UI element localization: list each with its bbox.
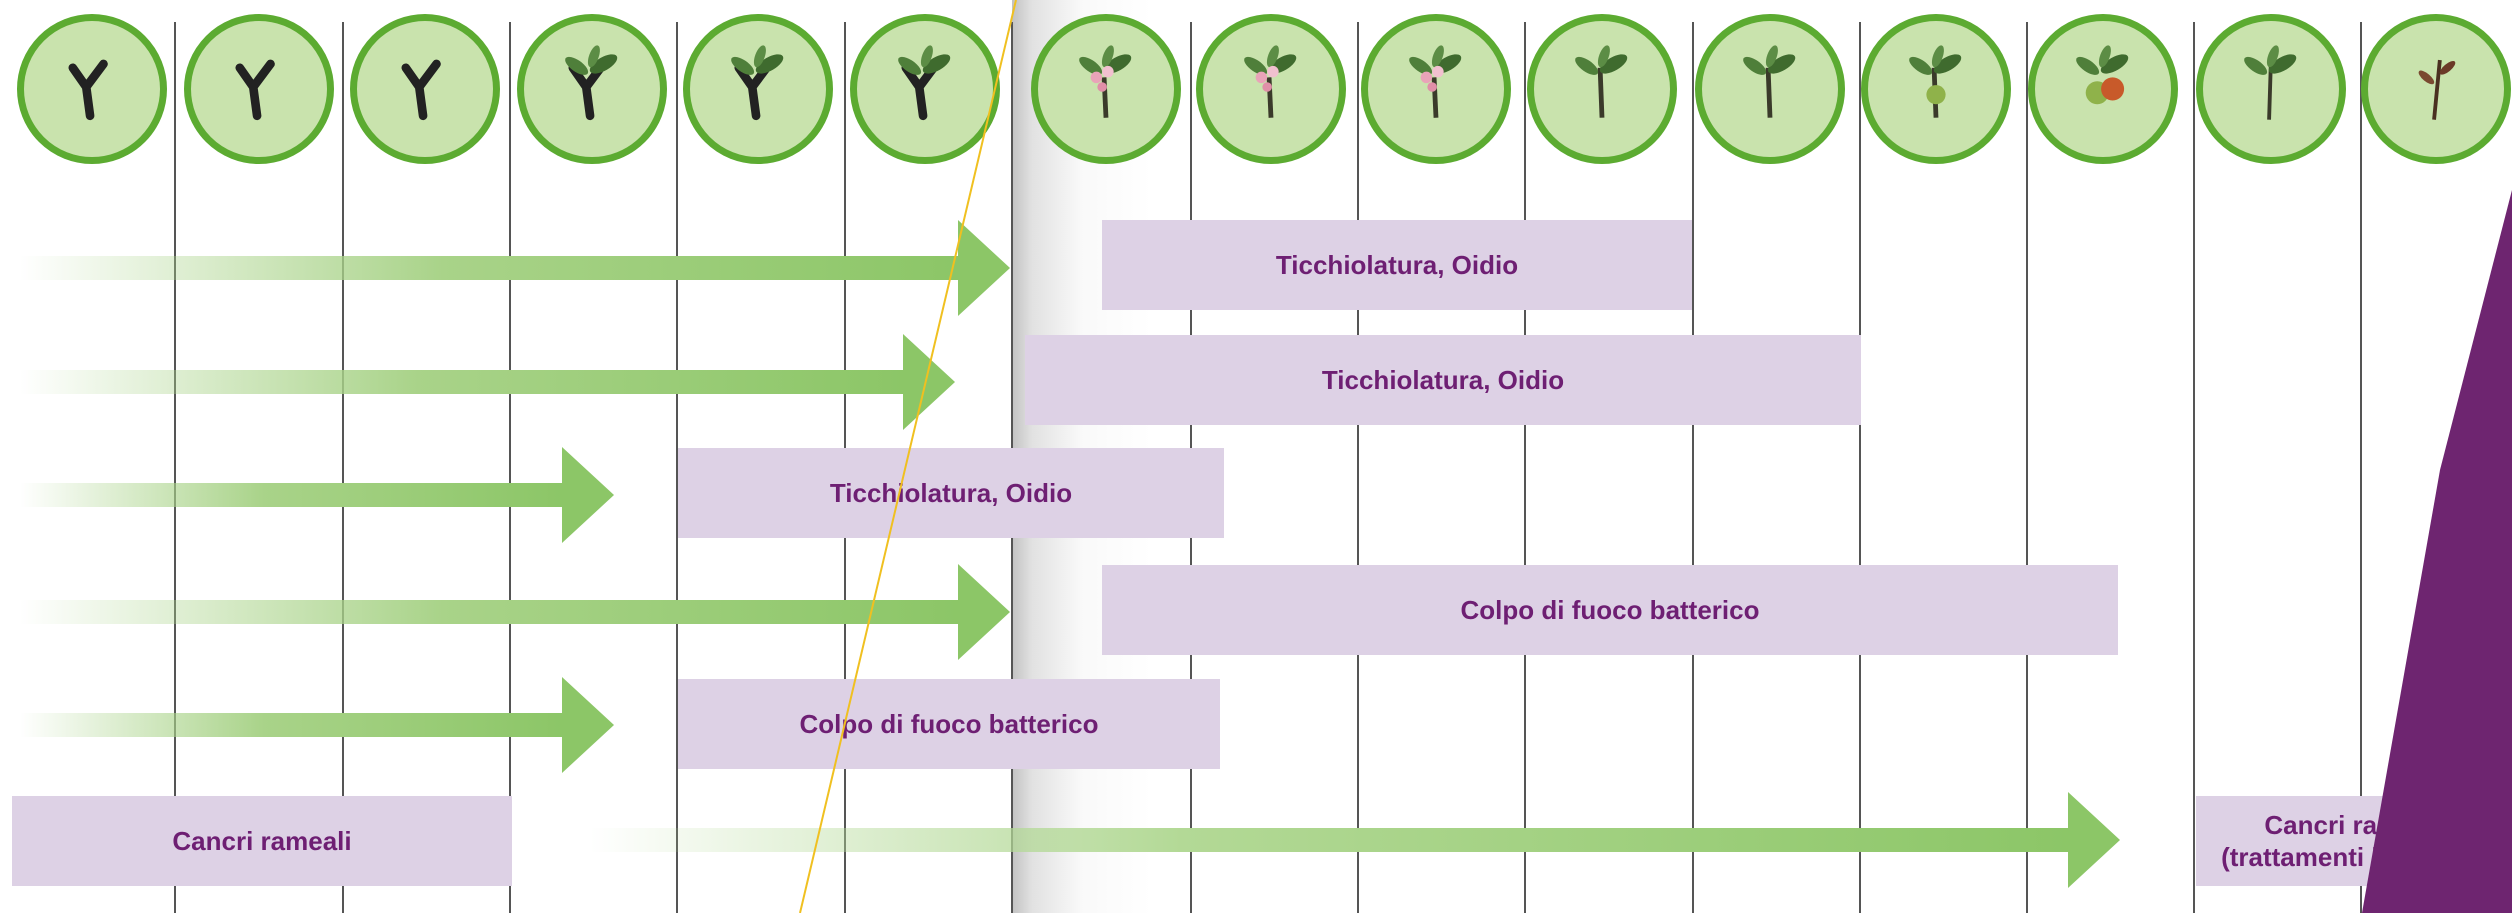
purple-wedge-shape [0,0,2512,913]
phenology-treatment-chart: Ticchiolatura, Oidio Ticchiolatura, Oidi… [0,0,2512,913]
